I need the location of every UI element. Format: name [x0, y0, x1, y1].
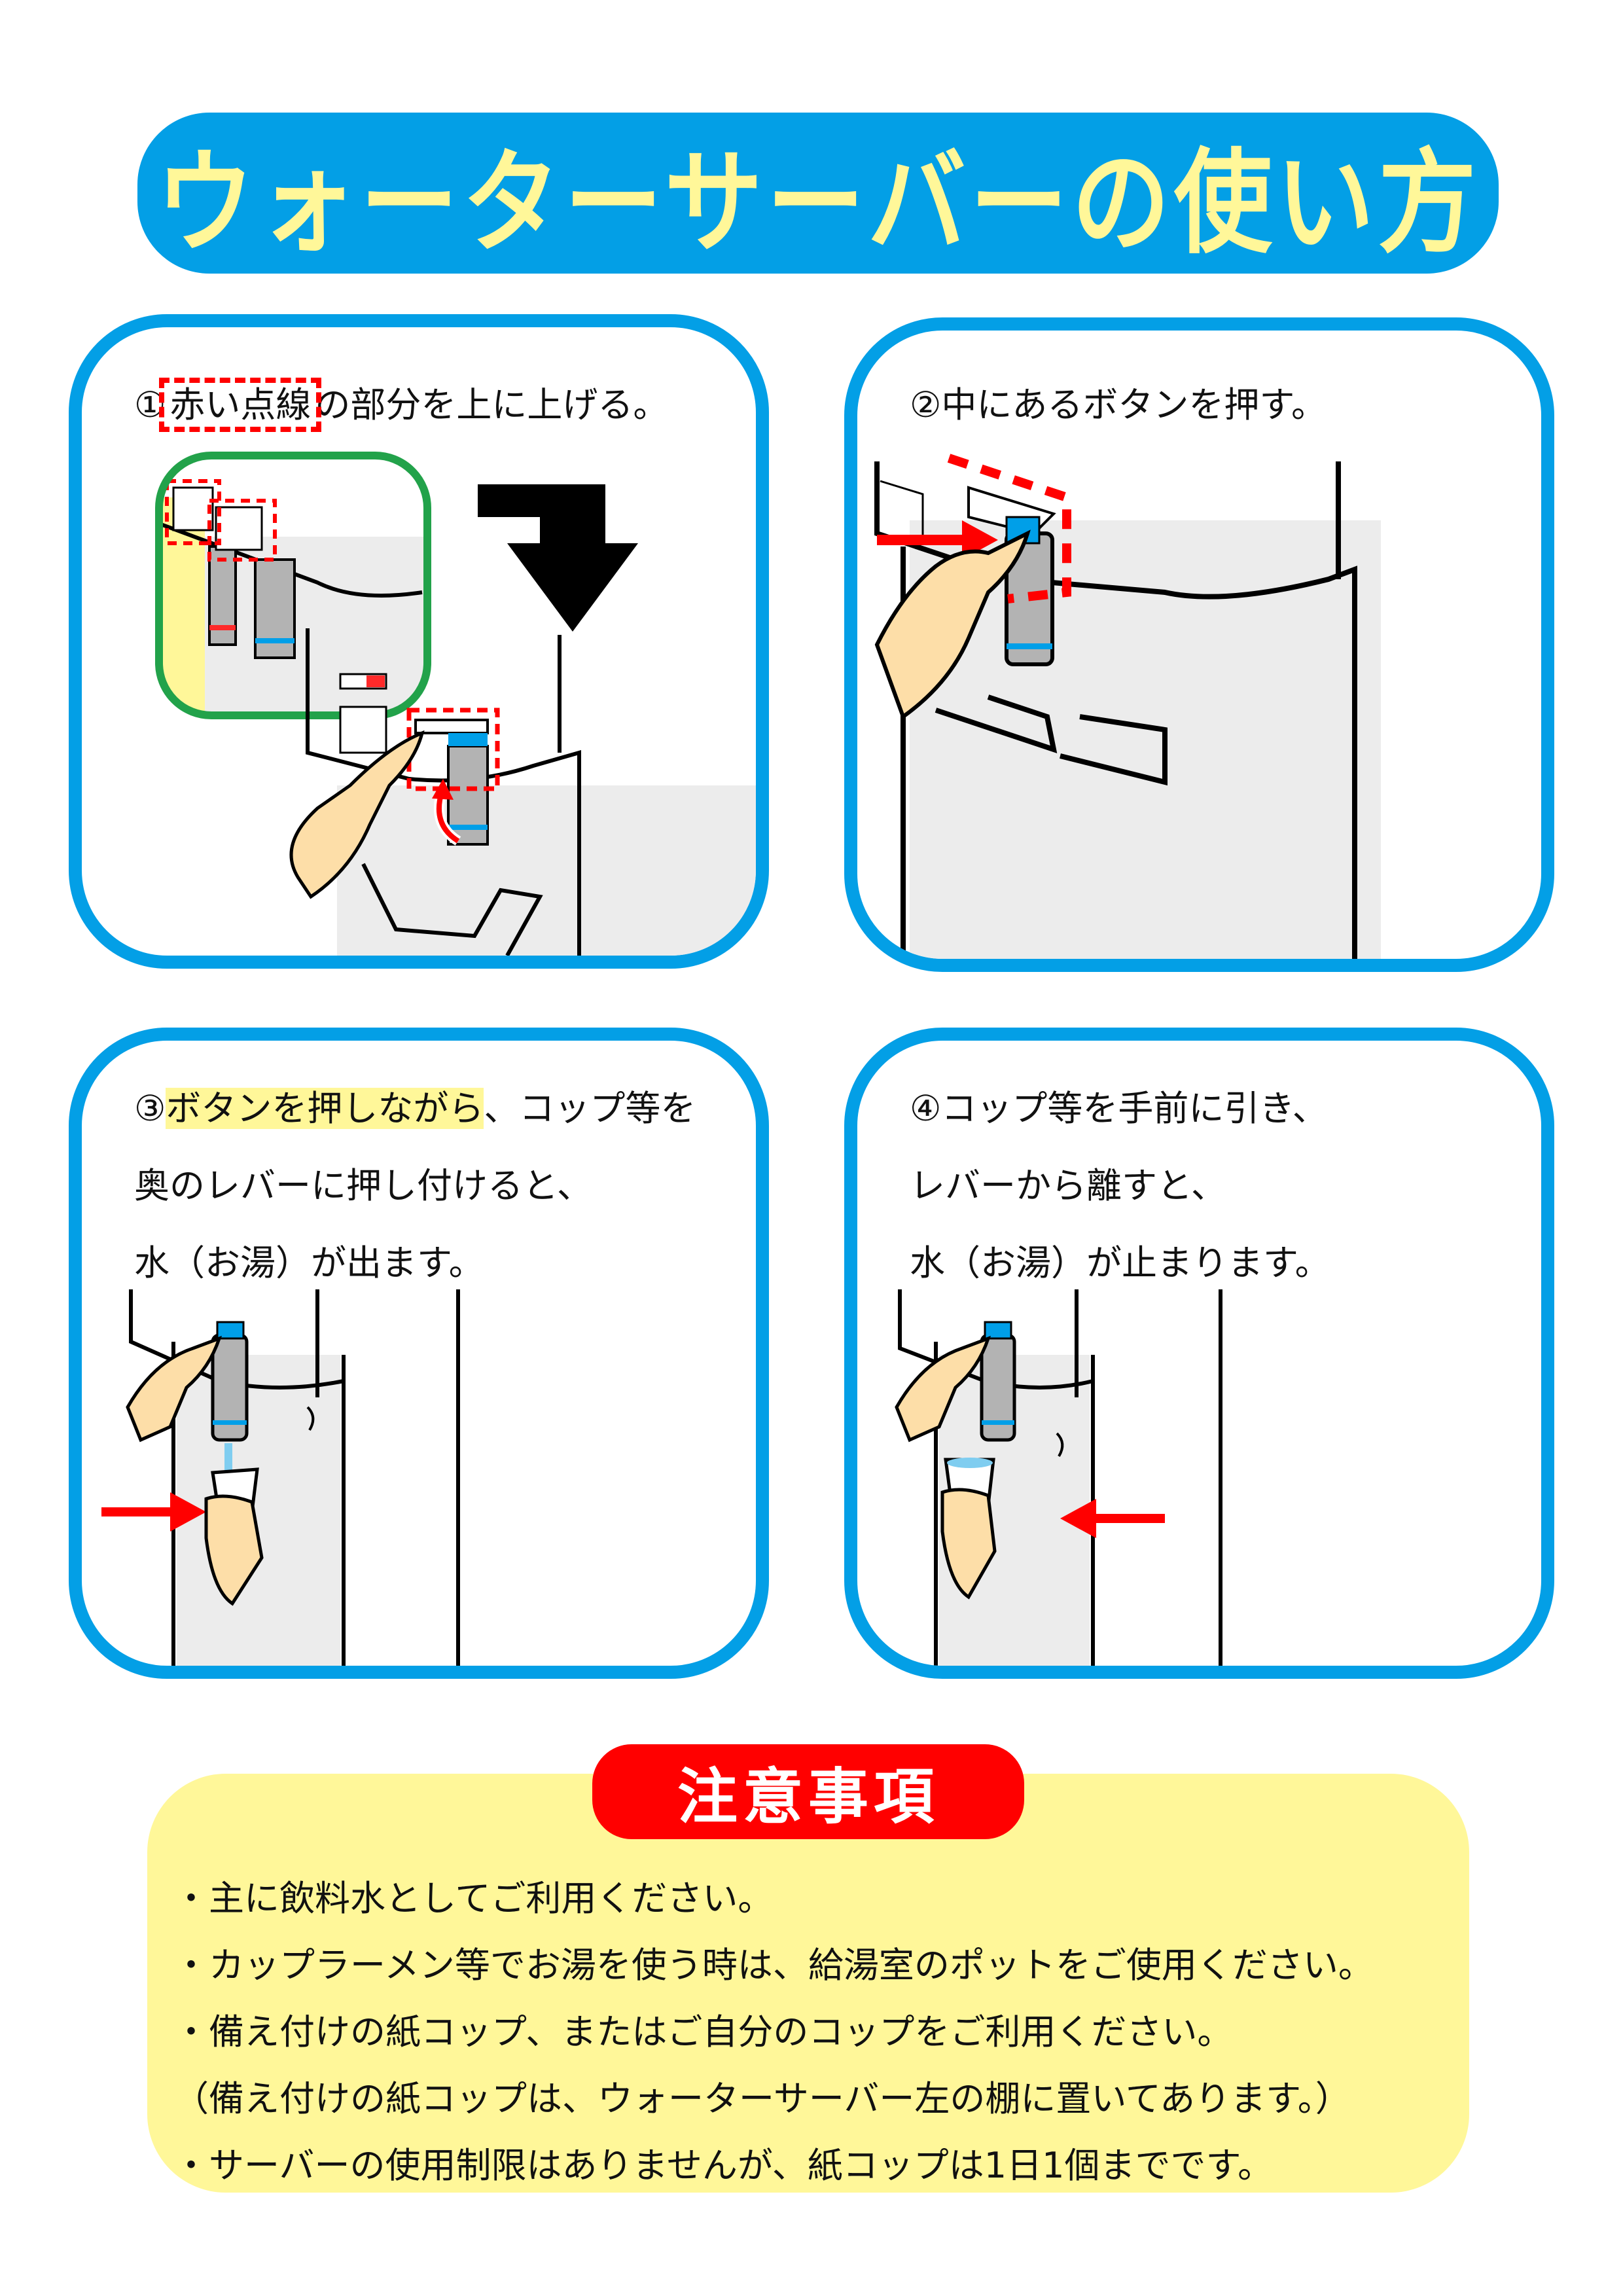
step-4-illustration — [895, 1289, 1222, 1666]
notice-box — [147, 1774, 1469, 2193]
notice-item: （備え付けの紙コップは、ウォーターサーバー左の棚に置いてあります。） — [173, 2078, 1351, 2119]
yellow-highlight: ボタンを押しながら — [166, 1088, 484, 1129]
step-4-text: ④コップ等を手前に引き、 レバーから離すと、 水（お湯）が止まります。 — [910, 1070, 1330, 1302]
hand-icon — [126, 1335, 223, 1443]
step-2-number: ② — [910, 384, 942, 425]
step-3-line-1-rest: 、コップ等を — [484, 1088, 696, 1129]
step-2-text: ②中にあるボタンを押す。 — [910, 367, 1327, 444]
hand-holding-cup-icon — [204, 1494, 264, 1606]
right-arrow-icon — [170, 1492, 206, 1532]
step-2-line: 中にあるボタンを押す。 — [941, 384, 1327, 425]
step-4-line-2: レバーから離すと、 — [910, 1165, 1226, 1206]
step-3-illustration — [101, 1289, 460, 1666]
step-2-illustration — [874, 454, 1381, 959]
step-3-line-2: 奥のレバーに押し付けると、 — [134, 1165, 592, 1206]
hand-icon — [289, 730, 425, 899]
page-title: ウォーターサーバーの使い方 — [156, 137, 1480, 269]
step-1-number: ① — [134, 384, 166, 425]
left-arrow-icon — [1060, 1499, 1096, 1538]
step-2-panel: ②中にあるボタンを押す。 — [844, 317, 1554, 972]
step-1-illustration — [155, 452, 756, 956]
notice-item: ・カップラーメン等でお湯を使う時は、給湯室のポットをご使用ください。 — [173, 1945, 1374, 1986]
hand-icon — [874, 529, 1031, 720]
curved-up-arrow-icon — [432, 779, 454, 800]
notice-list: ・主に飲料水としてご利用ください。 ・カップラーメン等でお湯を使う時は、給湯室の… — [173, 1865, 1374, 2199]
vibration-icon — [1056, 1432, 1064, 1458]
zoom-inset — [155, 452, 431, 719]
step-4-line-3: 水（お湯）が止まります。 — [910, 1242, 1330, 1283]
step-3-line-1: ③ボタンを押しながら、コップ等を — [134, 1070, 696, 1147]
notice-item: ・主に飲料水としてご利用ください。 — [173, 1878, 774, 1919]
step-1-line: の部分を上に上げる。 — [315, 384, 669, 425]
notice-item: ・備え付けの紙コップ、またはご自分のコップをご利用ください。 — [173, 2011, 1233, 2053]
step-3-text: ③ボタンを押しながら、コップ等を 奥のレバーに押し付けると、 水（お湯）が出ます… — [134, 1070, 696, 1302]
step-3-panel: ③ボタンを押しながら、コップ等を 奥のレバーに押し付けると、 水（お湯）が出ます… — [69, 1028, 769, 1679]
step-3-number: ③ — [134, 1088, 166, 1129]
vibration-icon — [306, 1406, 315, 1431]
notice-heading-badge: 注意事項 — [592, 1744, 1024, 1839]
step-4-panel: ④コップ等を手前に引き、 レバーから離すと、 水（お湯）が止まります。 — [844, 1028, 1554, 1679]
step-4-number: ④ — [910, 1088, 942, 1129]
hand-icon — [895, 1335, 991, 1443]
step-4-line-1-text: コップ等を手前に引き、 — [941, 1088, 1328, 1129]
step-4-line-1: ④コップ等を手前に引き、 — [910, 1070, 1330, 1147]
title-banner: ウォーターサーバーの使い方 — [137, 113, 1499, 274]
notice-heading: 注意事項 — [677, 1762, 939, 1832]
hand-holding-cup-icon — [940, 1488, 997, 1600]
elbow-down-arrow-icon — [478, 484, 638, 632]
red-dashed-highlight: 赤い点線 — [159, 378, 322, 432]
step-3-line-3: 水（お湯）が出ます。 — [134, 1242, 484, 1283]
notice-item: ・サーバーの使用制限はありませんが、紙コップは1日1個までです。 — [173, 2145, 1274, 2186]
